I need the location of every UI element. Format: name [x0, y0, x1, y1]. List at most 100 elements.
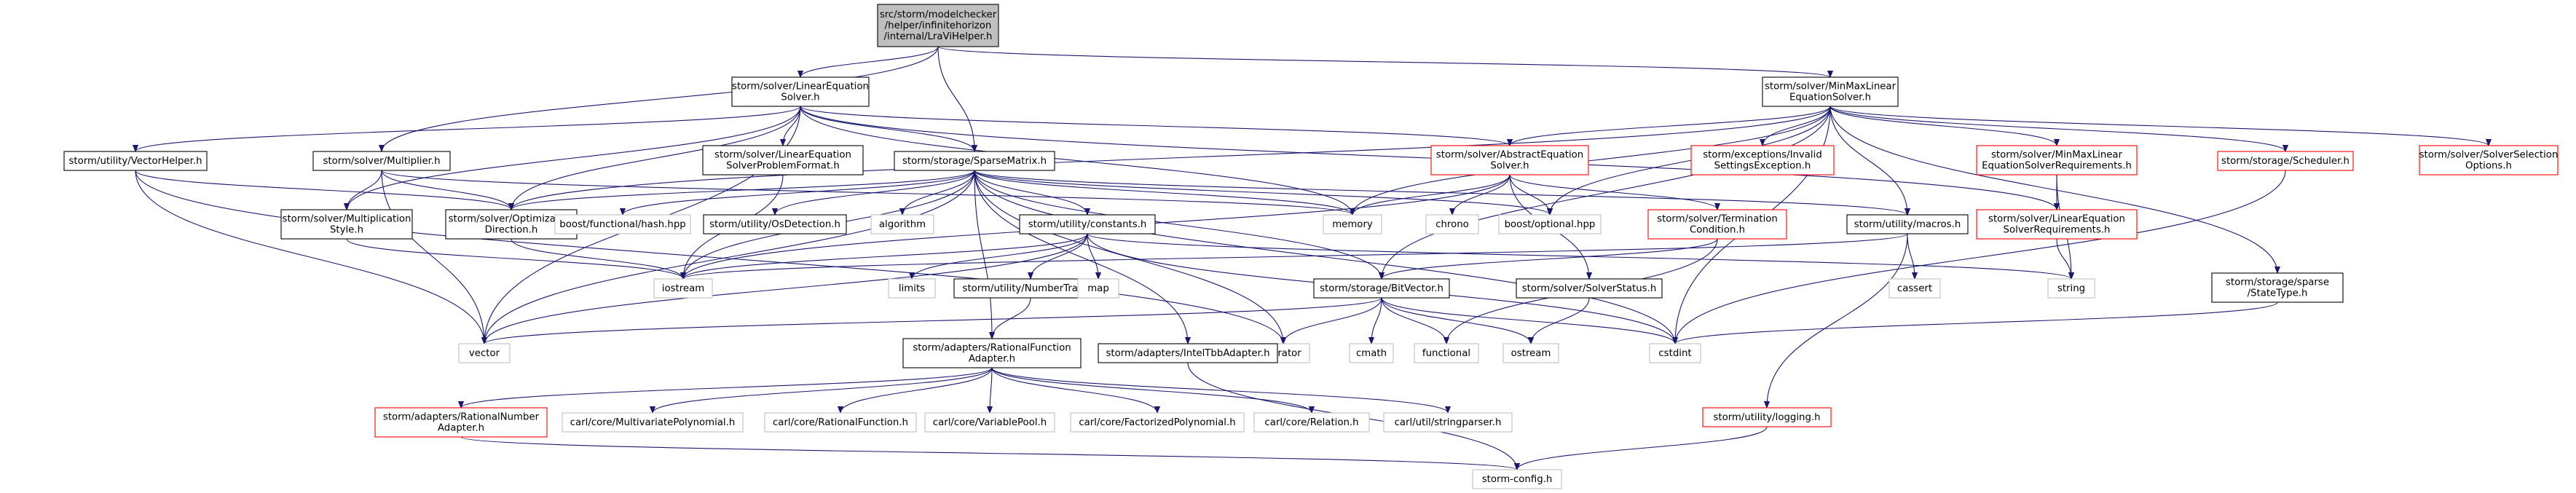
- node-optional[interactable]: boost/optional.hpp: [1498, 214, 1602, 234]
- node-stringparser-label-0: carl/util/stringparser.h: [1395, 417, 1502, 428]
- edge-solverstatus-to-ostream: [1531, 297, 1590, 344]
- node-inteltbb-box: [1098, 343, 1278, 363]
- node-constants[interactable]: storm/utility/constants.h: [1019, 214, 1156, 234]
- edge-macros-to-iostream: [683, 233, 1908, 280]
- node-ratnumadapter-box: [374, 407, 548, 438]
- node-relation[interactable]: carl/core/Relation.h: [1253, 412, 1370, 433]
- node-scheduler[interactable]: storm/storage/Scheduler.h: [2217, 151, 2354, 171]
- node-selection-label-1: Options.h: [2465, 161, 2512, 172]
- node-solverstatus-label-0: storm/solver/SolverStatus.h: [1522, 283, 1657, 294]
- node-ratfunc[interactable]: carl/core/RationalFunction.h: [764, 412, 917, 433]
- node-linsolver-box: [731, 76, 870, 107]
- node-cstdint[interactable]: cstdint: [1649, 343, 1701, 363]
- edge-root-to-multiplier: [382, 46, 939, 151]
- node-optdir-label-0: storm/solver/Optimization: [449, 214, 575, 225]
- node-vectorhelper-label-0: storm/utility/VectorHelper.h: [69, 156, 202, 167]
- node-factpoly-label-0: carl/core/FactorizedPolynomial.h: [1079, 417, 1235, 428]
- node-multstyle-box: [280, 209, 413, 240]
- edge-ratfuncadapter-to-ratnumadapter: [461, 367, 993, 409]
- node-ostream[interactable]: ostream: [1502, 343, 1559, 363]
- node-root[interactable]: src/storm/modelchecker/helper/infiniteho…: [877, 4, 999, 47]
- node-problemformat[interactable]: storm/solver/LinearEquationSolverProblem…: [702, 145, 864, 175]
- edge-abstracteq-to-termination: [1509, 174, 1717, 210]
- node-vector[interactable]: vector: [458, 343, 511, 363]
- edge-linreq-to-string: [2056, 238, 2071, 279]
- node-sparsematrix[interactable]: storm/storage/SparseMatrix.h: [894, 151, 1055, 171]
- edge-sparsematrix-to-macros: [974, 170, 1907, 216]
- node-multipoly-box: [562, 412, 744, 433]
- node-osdetect-box: [703, 214, 847, 234]
- edge-constants-to-vector: [484, 233, 1088, 344]
- node-bitvector[interactable]: storm/storage/BitVector.h: [1313, 278, 1450, 299]
- node-functional[interactable]: functional: [1414, 343, 1479, 363]
- node-string-label-0: string: [2057, 283, 2085, 294]
- edge-constants-to-string: [1087, 233, 2071, 280]
- node-ratfuncadapter-box: [902, 338, 1082, 368]
- edge-statetype-to-cstdint: [1675, 301, 2278, 344]
- node-macros[interactable]: storm/utility/macros.h: [1846, 214, 1969, 234]
- node-cmath-box: [1349, 343, 1394, 363]
- node-inteltbb-label-0: storm/adapters/IntelTbbAdapter.h: [1106, 348, 1269, 359]
- node-string[interactable]: string: [2047, 278, 2095, 299]
- edge-linsolver-to-vectorhelper: [135, 106, 801, 152]
- node-root-label-0: src/storm/modelchecker: [880, 9, 997, 20]
- node-minmax[interactable]: storm/solver/MinMaxLinearEquationSolver.…: [1762, 76, 1899, 107]
- edge-bitvector-to-cstdint: [1381, 297, 1675, 344]
- node-cassert[interactable]: cassert: [1888, 278, 1941, 299]
- node-logging[interactable]: storm/utility/logging.h: [1702, 407, 1832, 427]
- node-stringparser[interactable]: carl/util/stringparser.h: [1383, 412, 1513, 433]
- node-chrono-label-0: chrono: [1435, 219, 1469, 230]
- node-chrono[interactable]: chrono: [1425, 214, 1479, 234]
- node-invalidsettings[interactable]: storm/exceptions/InvalidSettingsExceptio…: [1690, 145, 1835, 175]
- node-linreq-label-1: SolverRequirements.h: [2004, 225, 2111, 236]
- edge-macros-to-cassert: [1907, 233, 1915, 279]
- edge-vectorhelper-to-vector: [135, 170, 484, 344]
- node-linreq-box: [1976, 209, 2138, 240]
- node-linreq[interactable]: storm/solver/LinearEquationSolverRequire…: [1976, 209, 2138, 240]
- node-cmath[interactable]: cmath: [1349, 343, 1394, 363]
- node-hash[interactable]: boost/functional/hash.hpp: [554, 214, 691, 234]
- node-algorithm[interactable]: algorithm: [870, 214, 934, 234]
- edge-bitvector-to-vector: [484, 297, 1382, 344]
- node-multstyle-label-0: storm/solver/Multiplication: [283, 214, 411, 225]
- node-stormconfig[interactable]: storm-config.h: [1472, 469, 1562, 489]
- node-limits[interactable]: limits: [888, 278, 936, 299]
- node-stormconfig-box: [1472, 469, 1562, 489]
- node-multiplier[interactable]: storm/solver/Multiplier.h: [312, 151, 451, 171]
- node-iostream[interactable]: iostream: [653, 278, 713, 299]
- node-solverstatus[interactable]: storm/solver/SolverStatus.h: [1516, 278, 1663, 299]
- node-varpool[interactable]: carl/core/VariablePool.h: [924, 412, 1055, 433]
- edge-sparsematrix-to-iterator: [974, 170, 1283, 344]
- edge-abstracteq-to-optional: [1509, 174, 1550, 216]
- node-osdetect[interactable]: storm/utility/OsDetection.h: [703, 214, 847, 234]
- node-problemformat-box: [702, 145, 864, 175]
- edge-ratnumadapter-to-stormconfig: [460, 436, 1517, 470]
- edge-multstyle-to-iostream: [346, 238, 683, 280]
- node-factpoly[interactable]: carl/core/FactorizedPolynomial.h: [1070, 412, 1245, 433]
- node-invalidsettings-label-0: storm/exceptions/Invalid: [1703, 150, 1822, 161]
- node-map[interactable]: map: [1077, 278, 1119, 299]
- node-ratfunc-box: [764, 412, 917, 433]
- node-string-box: [2047, 278, 2095, 299]
- edge-abstracteq-to-memory: [1352, 174, 1510, 216]
- node-selection-box: [2419, 145, 2559, 175]
- node-statetype[interactable]: storm/storage/sparse/StateType.h: [2211, 272, 2344, 303]
- node-vectorhelper[interactable]: storm/utility/VectorHelper.h: [63, 151, 208, 171]
- edge-layer: [135, 46, 2489, 470]
- node-multipoly[interactable]: carl/core/MultivariatePolynomial.h: [562, 412, 744, 433]
- node-minmaxreq[interactable]: storm/solver/MinMaxLinearEquationSolverR…: [1976, 145, 2138, 175]
- node-selection-label-0: storm/solver/SolverSelection: [2419, 150, 2559, 161]
- node-memory[interactable]: memory: [1323, 214, 1382, 234]
- edge-sparsematrix-to-ratfuncadapter: [974, 170, 992, 339]
- node-multstyle-label-1: Style.h: [330, 225, 363, 236]
- node-inteltbb[interactable]: storm/adapters/IntelTbbAdapter.h: [1098, 343, 1278, 363]
- node-minmax-box: [1762, 76, 1899, 107]
